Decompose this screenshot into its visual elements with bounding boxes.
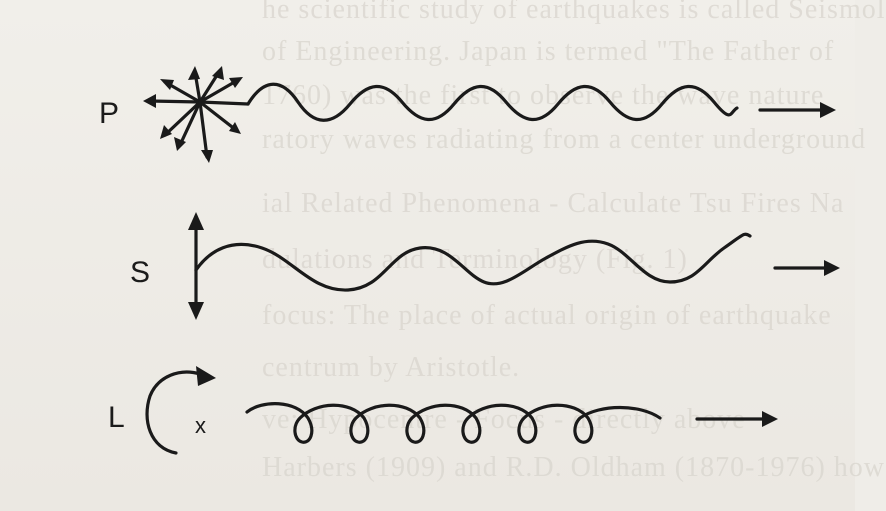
p-wave-line xyxy=(246,82,739,122)
s-wave-line xyxy=(194,232,752,292)
p-wave-burst-icon xyxy=(143,66,250,163)
s-shear-arrow-icon xyxy=(188,212,204,320)
p-wave-label: P xyxy=(99,97,120,130)
l-rotation-arrow-icon xyxy=(145,366,216,455)
l-wave-coil-line xyxy=(245,402,662,444)
l-wave-group xyxy=(145,366,778,455)
l-direction-arrow xyxy=(695,411,778,427)
s-direction-arrow xyxy=(773,260,840,276)
l-wave-label: L xyxy=(108,401,125,434)
seismic-waves-diagram xyxy=(143,66,840,455)
p-direction-arrow xyxy=(758,102,836,118)
s-wave-group xyxy=(188,212,840,320)
s-wave-label: S xyxy=(130,256,151,289)
p-wave-group xyxy=(143,66,836,163)
propagation-axis-label: x xyxy=(195,413,206,438)
